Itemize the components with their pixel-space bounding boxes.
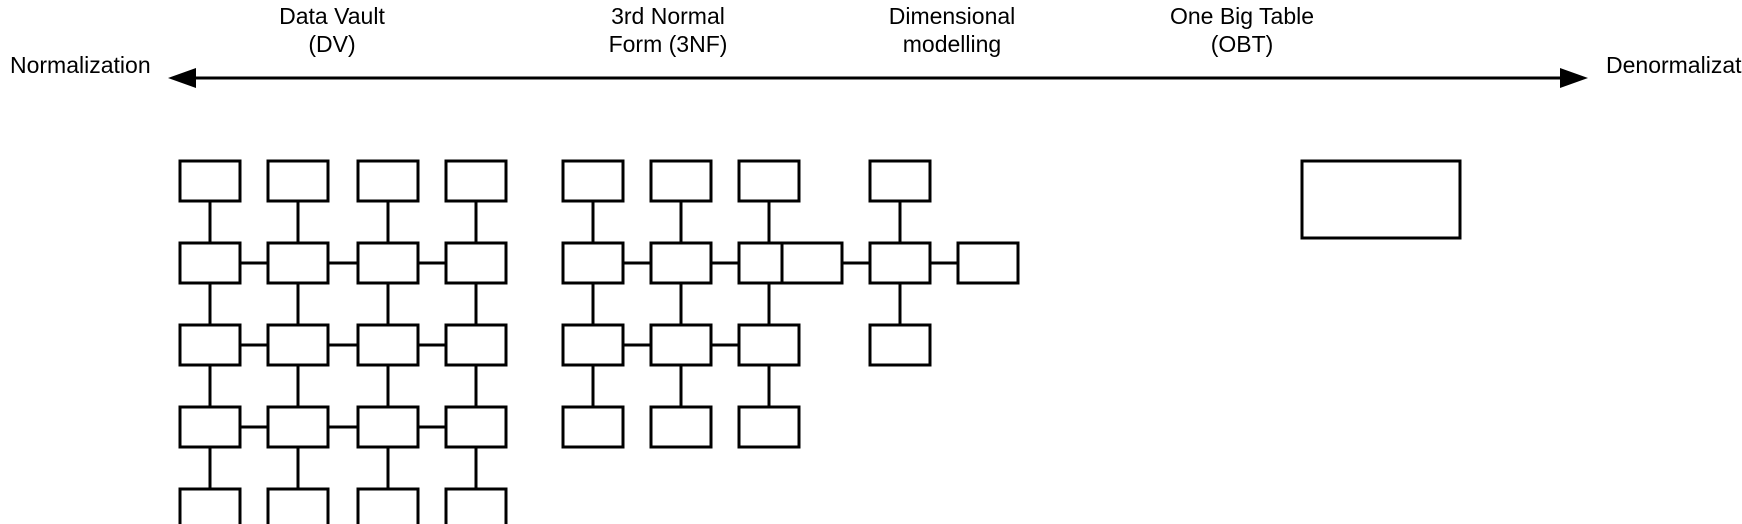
column-label-line2: Form (3NF) xyxy=(608,31,728,57)
normalization-spectrum-axis xyxy=(168,68,1588,88)
fact-box-center xyxy=(868,241,932,285)
arrow-head-right-icon xyxy=(1560,68,1588,88)
schema-box xyxy=(561,159,625,203)
one-big-table-schema-graphic xyxy=(1300,159,1462,240)
obt-box xyxy=(1300,159,1462,240)
column-label-line1: One Big Table xyxy=(1169,3,1315,29)
schema-box xyxy=(266,323,330,367)
schema-box xyxy=(561,405,625,449)
column-label-line1: 3rd Normal xyxy=(611,3,725,29)
column-label-line2: (DV) xyxy=(308,31,356,57)
schema-box xyxy=(178,159,242,203)
schema-box xyxy=(649,241,713,285)
schema-box xyxy=(356,405,420,449)
axis-label-denormalization: Denormalization xyxy=(1606,52,1742,78)
schema-box xyxy=(266,241,330,285)
schema-box xyxy=(649,159,713,203)
dimension-box-bottom xyxy=(868,323,932,367)
dimension-box-right xyxy=(956,241,1020,285)
column-label-line2: modelling xyxy=(902,31,1002,57)
schema-box xyxy=(178,405,242,449)
schema-box xyxy=(266,487,330,524)
arrow-head-left-icon xyxy=(168,68,196,88)
schema-box xyxy=(444,323,508,367)
dimension-box-left xyxy=(780,241,844,285)
schema-box xyxy=(737,405,801,449)
schema-box xyxy=(356,323,420,367)
column-label-dimensional-modelling: Dimensional modelling xyxy=(802,2,1102,58)
dimensional-modelling-schema-graphic xyxy=(780,159,1020,367)
schema-box xyxy=(737,323,801,367)
column-label-line2: (OBT) xyxy=(1210,31,1274,57)
schema-box xyxy=(178,241,242,285)
schema-box xyxy=(444,487,508,524)
schema-box xyxy=(737,159,801,203)
column-label-line1: Dimensional xyxy=(888,3,1016,29)
dimension-box-top xyxy=(868,159,932,203)
schema-box xyxy=(178,487,242,524)
column-label-one-big-table: One Big Table (OBT) xyxy=(1092,2,1392,58)
schema-box xyxy=(649,405,713,449)
schema-box xyxy=(266,405,330,449)
column-label-third-normal-form: 3rd Normal Form (3NF) xyxy=(518,2,818,58)
axis-label-normalization: Normalization xyxy=(10,52,151,78)
schema-box xyxy=(178,323,242,367)
third-normal-form-schema-graphic xyxy=(561,159,801,449)
column-label-line1: Data Vault xyxy=(279,3,385,29)
column-label-data-vault: Data Vault (DV) xyxy=(182,2,482,58)
schema-box xyxy=(356,159,420,203)
schema-box xyxy=(444,159,508,203)
schema-box xyxy=(444,405,508,449)
schema-box xyxy=(266,159,330,203)
schema-box xyxy=(561,323,625,367)
schema-box xyxy=(649,323,713,367)
schema-box xyxy=(356,241,420,285)
schema-box xyxy=(356,487,420,524)
schema-box xyxy=(561,241,625,285)
schema-box xyxy=(444,241,508,285)
data-vault-schema-graphic xyxy=(178,159,508,524)
